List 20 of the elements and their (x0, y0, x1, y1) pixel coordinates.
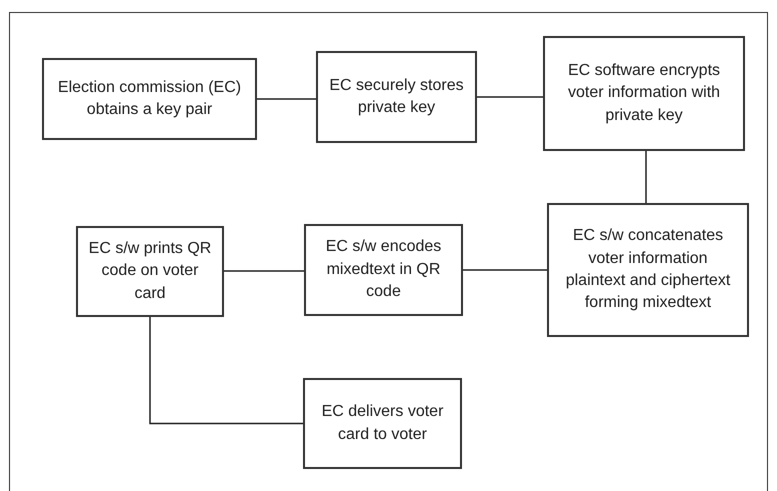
box-text: EC software encrypts voter information with private key (566, 60, 722, 126)
connector-line (257, 98, 316, 100)
process-box (303, 378, 462, 469)
box-text: Election commission (EC) obtains a key pair (56, 78, 242, 120)
process-box (42, 58, 257, 140)
process-box (543, 36, 745, 151)
box-text: EC delivers voter card to voter (320, 402, 444, 444)
connector-line (645, 151, 647, 203)
connector-line (224, 270, 304, 272)
process-box (547, 203, 749, 337)
box-text: EC s/w concatenates voter information plaintext and ciphertext forming mixedtext (564, 226, 732, 314)
box-text: EC securely stores private key (328, 76, 465, 118)
connector-line (149, 317, 303, 424)
process-box (76, 226, 224, 317)
process-box (304, 224, 463, 316)
box-text: EC s/w prints QR code on voter card (88, 238, 212, 304)
box-text: EC s/w encodes mixedtext in QR code (324, 237, 442, 302)
connector-line (463, 269, 547, 271)
connector-line (477, 96, 543, 98)
process-box (316, 51, 477, 143)
